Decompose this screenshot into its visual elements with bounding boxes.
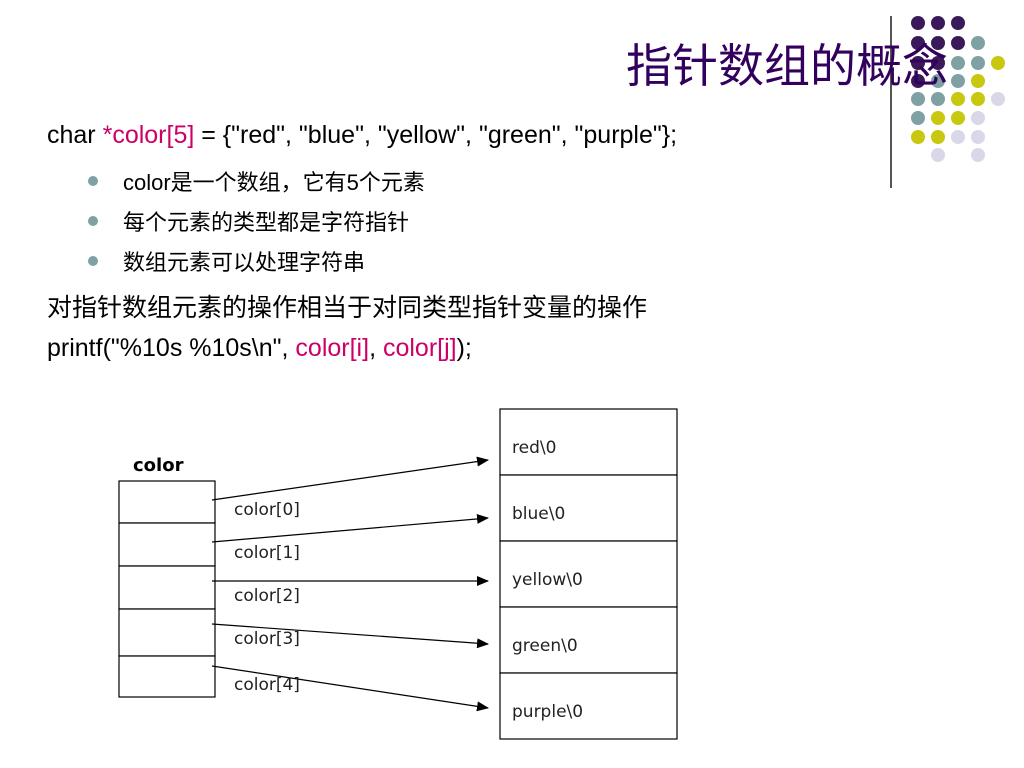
decorative-dot <box>951 36 965 50</box>
array-name-label: color <box>133 455 184 476</box>
decorative-dot <box>931 74 945 88</box>
decorative-dot <box>911 74 925 88</box>
decorative-dot <box>971 92 985 106</box>
decorative-dot <box>971 56 985 70</box>
string-label: green\0 <box>512 636 578 656</box>
pointer-arrows <box>211 456 489 712</box>
decorative-dot <box>951 92 965 106</box>
printf-suffix: ); <box>456 334 472 362</box>
pointer-arrow <box>211 456 489 501</box>
note-line: 对指针数组元素的操作相当于对同类型指针变量的操作 <box>47 294 648 322</box>
array-cell <box>118 480 216 524</box>
decorative-dot <box>971 36 985 50</box>
decorative-dot <box>911 36 925 50</box>
bullet-dot <box>88 176 98 186</box>
decorative-dot <box>911 56 925 70</box>
decorative-dot <box>911 130 925 144</box>
element-label: color[4] <box>234 675 300 695</box>
bullet-item-1: color是一个数组，它有5个元素 <box>123 170 425 195</box>
string-cell <box>499 606 678 674</box>
decorative-dot <box>931 16 945 30</box>
decorative-dot <box>951 56 965 70</box>
decorative-dot <box>971 74 985 88</box>
string-cell <box>499 540 678 608</box>
element-label: color[3] <box>234 629 300 649</box>
bullet-dot <box>88 256 98 266</box>
decorative-dot <box>931 92 945 106</box>
array-cells <box>118 480 216 698</box>
pointer-arrow <box>211 513 489 543</box>
page-title: 指针数组的概念 <box>626 39 948 93</box>
declaration-line: char *color[5] = {"red", "blue", "yellow… <box>47 121 677 150</box>
printf-prefix: printf("%10s %10s\n", <box>47 334 296 362</box>
element-label: color[1] <box>234 543 300 563</box>
pointer-arrow <box>211 665 489 712</box>
decorative-dot <box>971 111 985 125</box>
string-cell <box>499 474 678 542</box>
printf-arg1: color[i] <box>295 334 370 362</box>
decorative-dot <box>931 111 945 125</box>
string-label: blue\0 <box>512 504 565 524</box>
declaration-prefix: char <box>47 121 103 149</box>
decorative-dot <box>991 56 1005 70</box>
array-cell <box>118 655 216 698</box>
pointer-arrow <box>211 623 489 649</box>
array-cell <box>118 522 216 567</box>
array-cell <box>118 565 216 610</box>
decorative-dot <box>911 111 925 125</box>
printf-sep: , <box>369 334 383 362</box>
decorative-dot <box>931 56 945 70</box>
decorative-dot <box>951 16 965 30</box>
decorative-dot <box>931 36 945 50</box>
string-cells <box>499 408 678 740</box>
declaration-highlight: *color[5] <box>102 121 195 149</box>
bullet-dot <box>88 216 98 226</box>
title-divider-line <box>890 16 892 188</box>
decorative-dot <box>911 16 925 30</box>
element-label: color[2] <box>234 586 300 606</box>
decorative-dot <box>931 130 945 144</box>
decorative-dot <box>951 130 965 144</box>
string-label: yellow\0 <box>512 570 583 590</box>
string-cell <box>499 408 678 476</box>
decorative-dot <box>911 92 925 106</box>
decorative-dot <box>931 148 945 162</box>
element-labels: color[0] color[1] color[2] color[3] colo… <box>234 500 300 695</box>
string-labels: red\0 blue\0 yellow\0 green\0 purple\0 <box>512 438 583 722</box>
string-cell <box>499 672 678 740</box>
decorative-dot <box>951 74 965 88</box>
bullet-item-3: 数组元素可以处理字符串 <box>123 250 366 275</box>
decorative-dot <box>991 92 1005 106</box>
bullet-item-2: 每个元素的类型都是字符指针 <box>123 210 410 235</box>
printf-arg2: color[j] <box>382 334 457 362</box>
declaration-suffix: = {"red", "blue", "yellow", "green", "pu… <box>194 121 678 149</box>
decorative-dot <box>971 148 985 162</box>
decorative-dot <box>971 130 985 144</box>
array-cell <box>118 608 216 657</box>
string-label: purple\0 <box>512 702 583 722</box>
decorative-dot <box>951 111 965 125</box>
element-label: color[0] <box>234 500 300 520</box>
string-label: red\0 <box>512 438 556 458</box>
decorative-dot-grid <box>911 16 1005 162</box>
printf-line: printf("%10s %10s\n", color[i], color[j]… <box>47 334 472 363</box>
